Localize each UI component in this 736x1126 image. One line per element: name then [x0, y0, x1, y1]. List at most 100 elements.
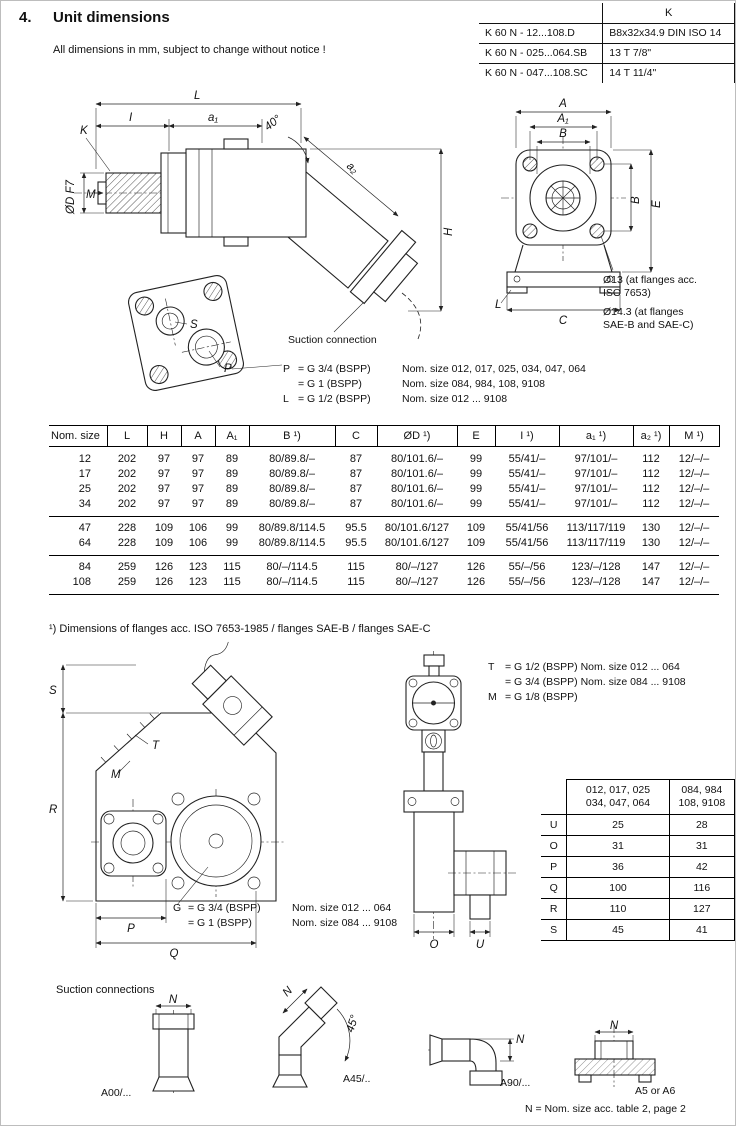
- pump-side-view: [74, 138, 422, 340]
- legend-sizes: Nom. size 084 ... 9108: [292, 917, 398, 929]
- flange-note-leader: [600, 235, 614, 271]
- table-cell: 80/89.8/114.5: [249, 516, 335, 536]
- legend-row: T = G 1/2 (BSPP) Nom. size 012 ... 064: [488, 660, 686, 675]
- note-d13: Ø13 (at flanges acc. ISO 7653): [603, 274, 697, 299]
- legend-key: P: [283, 363, 291, 375]
- table-cell: 95.5: [335, 516, 377, 536]
- shaft-spline-table: K K 60 N - 12...108.D B8x32x34.9 DIN ISO…: [479, 3, 735, 83]
- table-cell: 99: [469, 483, 483, 495]
- table-cell: 123/–/128: [559, 575, 633, 595]
- legend-text: = G 1/8 (BSPP): [505, 691, 578, 703]
- dim-label-N: N: [169, 994, 178, 1006]
- table-cell: 97: [157, 453, 171, 465]
- table-cell: 97: [191, 498, 205, 510]
- dim-label-B-top: B: [559, 128, 567, 140]
- col-header-C: C: [334, 425, 377, 447]
- table-cell: 36: [566, 856, 670, 878]
- table-cell: 12/–/–: [669, 575, 719, 595]
- table-cell: 55/41/56: [505, 537, 549, 549]
- table-cell: 12/–/–: [678, 498, 710, 510]
- table-cell: 115: [215, 555, 249, 575]
- dim-label-I: I: [129, 112, 133, 124]
- table-cell: 34: [78, 498, 91, 510]
- legend-sizes: Nom. size 012 ... 9108: [402, 393, 508, 405]
- legend-row: = G 1 (BSPP) Nom. size 084, 984, 108, 91…: [283, 377, 586, 392]
- table-cell: 25: [78, 483, 91, 495]
- table-cell: 55/41/–: [508, 453, 546, 465]
- dim-O: O: [413, 914, 455, 951]
- table-cell: 87: [349, 483, 363, 495]
- dim-label-M-port: M: [111, 769, 121, 781]
- table-cell: 31: [566, 835, 670, 857]
- table-cell: K 60 N - 047...108.SC: [485, 67, 588, 80]
- dim-label-N: N: [610, 1020, 619, 1032]
- table-cell: 115: [335, 555, 377, 575]
- table-cell: 80/–/127: [377, 575, 457, 595]
- table-cell: 130: [641, 537, 661, 549]
- legend-thread: = G 1/2 (BSPP): [298, 393, 371, 405]
- suction-caption-a00: A00/...: [101, 1087, 132, 1099]
- table-cell: 126: [147, 575, 181, 595]
- table-cell: 95.5: [345, 537, 367, 549]
- table-cell: 97/101/–: [574, 483, 618, 495]
- table-cell: 97: [157, 498, 171, 510]
- table-cell: 42: [668, 856, 735, 878]
- table-cell: 106: [188, 537, 208, 549]
- dim-Q: Q: [95, 891, 257, 960]
- table-cell: 41: [668, 919, 735, 941]
- dim-label-A1: A₁: [556, 113, 569, 125]
- dim-shaft-diameter: ØD F7 M: [65, 172, 104, 215]
- table-cell: 12/–/–: [678, 468, 710, 480]
- suction-a45-drawing: N 45°: [272, 984, 361, 1088]
- table-cell: 89: [225, 498, 239, 510]
- table-cell: 87: [349, 498, 363, 510]
- legend-text: = G 3/4 (BSPP) Nom. size 084 ... 9108: [505, 676, 686, 688]
- table-cell: 12/–/–: [678, 483, 710, 495]
- table-cell: 55/41/–: [508, 498, 546, 510]
- dim-label-U: U: [476, 939, 485, 951]
- table-cell: 113/117/119: [559, 516, 633, 536]
- legend-text: = G 1/2 (BSPP) Nom. size 012 ... 064: [505, 661, 680, 673]
- suction-caption-a90: A90/...: [500, 1077, 531, 1089]
- table-cell: 202: [117, 498, 137, 510]
- mounting-flange-front: [501, 136, 626, 261]
- dim-label-L: L: [194, 90, 200, 102]
- table-cell: 123: [181, 575, 215, 595]
- dim-label-45deg: 45°: [344, 1013, 361, 1034]
- col-header-E: E: [456, 425, 495, 447]
- table-cell: 126: [457, 575, 495, 595]
- table-cell: 259: [107, 555, 147, 575]
- col-header-a1: a₁ ¹): [558, 425, 633, 447]
- table-cell: 28: [668, 814, 735, 836]
- table-cell: 80/89.8/114.5: [258, 537, 326, 549]
- table-row: K 60 N - 025...064.SB 13 T 7/8": [479, 43, 735, 64]
- dim-A: A: [515, 98, 612, 148]
- table-cell: 89: [225, 468, 239, 480]
- dim-S: S: [49, 664, 159, 714]
- port-P-label: P: [208, 350, 283, 375]
- table-cell: 99: [215, 516, 249, 536]
- dimensions-table: Nom. size L H A A₁ B ¹) C ØD ¹) E I ¹) a…: [49, 425, 720, 595]
- legend-row: = G 3/4 (BSPP) Nom. size 084 ... 9108: [488, 675, 686, 690]
- dim-label-B-side: B: [630, 196, 642, 204]
- suction-a90-drawing: N: [428, 1034, 525, 1087]
- legend-row: M = G 1/8 (BSPP): [488, 690, 686, 705]
- dim-label-R: R: [49, 804, 57, 816]
- col-header-A1: A₁: [214, 425, 249, 447]
- valve-drawing: O U: [403, 651, 516, 951]
- suction-connection-label: Suction connection: [288, 302, 377, 346]
- table-cell: 97: [157, 468, 171, 480]
- dim-M-port: M: [111, 760, 131, 781]
- dimensions-note: All dimensions in mm, subject to change …: [53, 44, 326, 56]
- table-cell: 109: [466, 537, 486, 549]
- table-cell: 12/–/–: [669, 555, 719, 575]
- table-cell: 87: [349, 453, 363, 465]
- col-header-B: B ¹): [248, 425, 335, 447]
- table-cell: 80/89.8/–: [269, 468, 315, 480]
- legend-row: = G 1 (BSPP) Nom. size 084 ... 9108: [173, 916, 397, 931]
- table-cell: 127: [668, 898, 735, 920]
